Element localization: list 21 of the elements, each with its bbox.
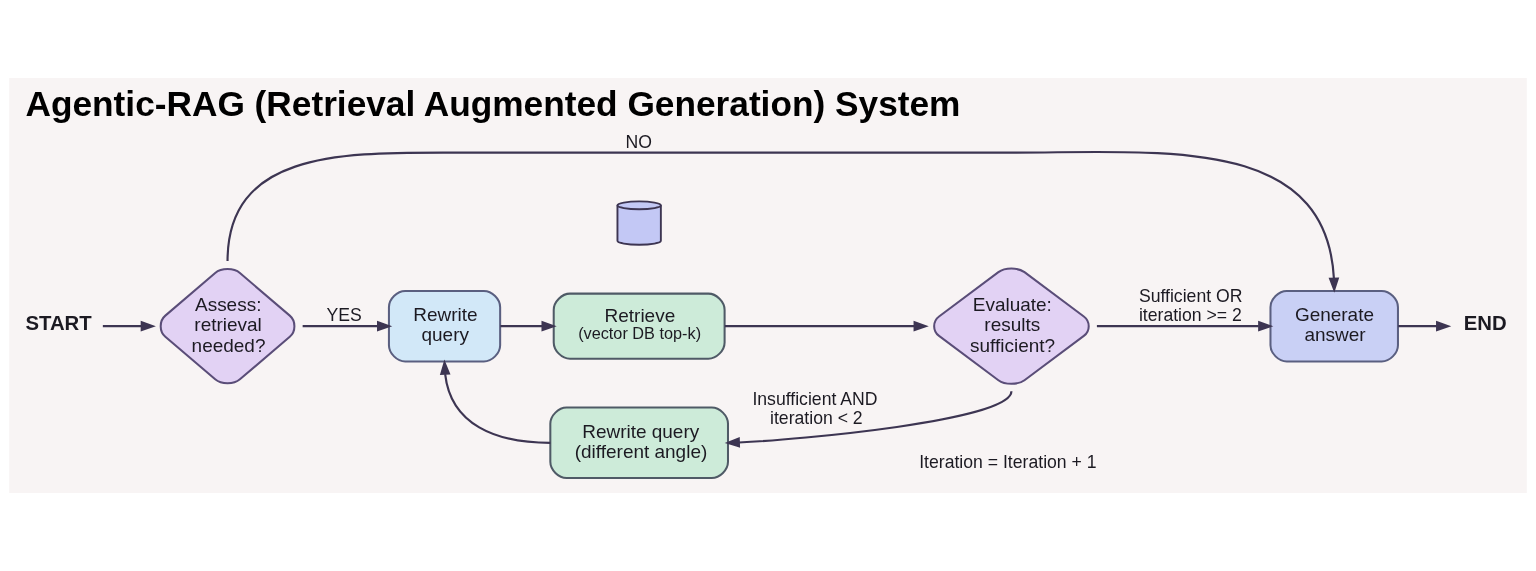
node-text: START	[25, 311, 92, 334]
node-box: Rewrite query (different angle)	[549, 406, 729, 480]
edge-label: YES	[326, 305, 362, 326]
arrow	[439, 359, 551, 444]
edge-label: Sufficient OR iteration >= 2	[1138, 286, 1243, 326]
arrow	[724, 390, 1013, 448]
diagram-title: Agentic-RAG (Retrieval Augmented Generation) System	[25, 83, 961, 123]
node-box: Rewrite query	[387, 289, 502, 363]
arrow	[102, 320, 156, 332]
edge-label: Insufficient AND iteration < 2	[752, 389, 878, 429]
arrow	[724, 320, 929, 332]
node-box: Retrieve (vector DB top-k)	[552, 292, 726, 360]
node-box: Generate answer	[1269, 289, 1399, 363]
arrow	[302, 320, 393, 332]
edge-label: NO	[625, 131, 653, 152]
arrow	[1096, 320, 1274, 332]
arrow	[500, 320, 557, 332]
label: Iteration = Iteration + 1	[919, 451, 1097, 472]
node-text: END	[1463, 311, 1507, 334]
arrow	[226, 150, 1340, 293]
arrow	[1398, 320, 1452, 332]
